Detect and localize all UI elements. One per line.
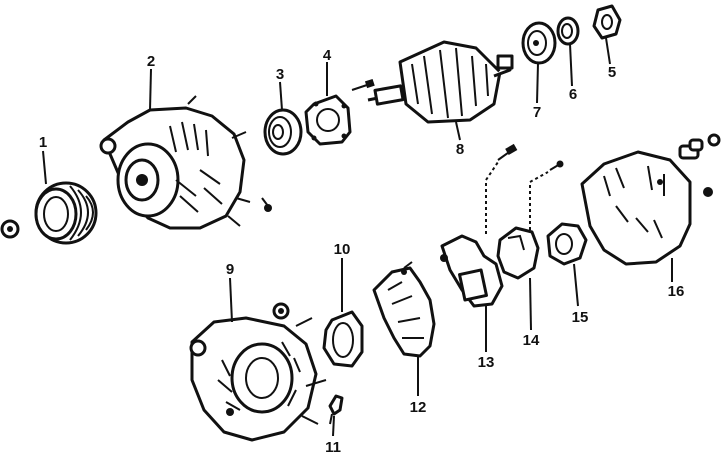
- callout-1: 1: [39, 134, 47, 151]
- rear-end-cover: [580, 150, 692, 266]
- voltage-regulator: [440, 143, 518, 308]
- callout-3: 3: [276, 66, 284, 83]
- rear-terminal-insulator: [546, 222, 588, 266]
- callout-6: 6: [569, 86, 577, 103]
- callout-5: 5: [608, 64, 616, 81]
- rectifier-holder: [372, 261, 436, 358]
- retainer-ring: [592, 4, 622, 40]
- terminal-insulator: [322, 310, 364, 368]
- callout-4: 4: [323, 47, 332, 64]
- terminal-nuts: [678, 133, 721, 197]
- bearing-retainer: [304, 94, 352, 146]
- callout-2: 2: [147, 53, 155, 70]
- rear-bearing: [521, 21, 557, 65]
- leader-lines: [42, 37, 673, 437]
- retainer-screw: [351, 78, 375, 91]
- front-bearing: [263, 108, 303, 156]
- callout-14: 14: [523, 332, 540, 349]
- callout-8: 8: [456, 141, 464, 158]
- brush-holder: [496, 160, 564, 280]
- terminal-bolt: [328, 394, 344, 425]
- rectifier-end-frame: [189, 316, 327, 442]
- callout-11: 11: [325, 439, 341, 456]
- rotor: [367, 40, 514, 124]
- pulley-nut: [0, 219, 20, 239]
- callout-10: 10: [334, 241, 351, 258]
- callout-15: 15: [572, 309, 589, 326]
- callout-9: 9: [226, 261, 234, 278]
- callout-16: 16: [668, 283, 685, 300]
- callout-13: 13: [478, 354, 495, 371]
- callout-12: 12: [410, 399, 427, 416]
- pulley: [34, 181, 98, 245]
- bearing-cover: [556, 16, 580, 46]
- terminal-marker: [272, 302, 290, 320]
- callout-7: 7: [533, 104, 541, 121]
- drive-end-frame: [99, 95, 272, 230]
- callout-labels: 1 2 3 4 5 6 7 8 9 10 11 12 13 14 15 16: [39, 47, 685, 456]
